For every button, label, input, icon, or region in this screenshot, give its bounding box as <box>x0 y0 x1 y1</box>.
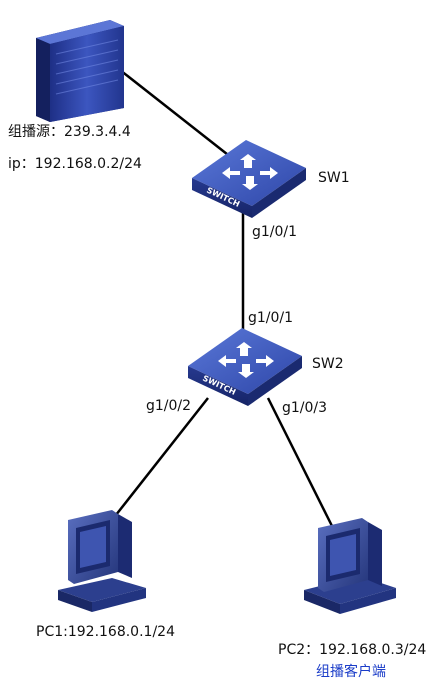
pc2-label: PC2：192.168.0.3/24 <box>278 642 427 658</box>
server-ip-label: ip：192.168.0.2/24 <box>8 156 142 172</box>
sw2-port-g1-0-1-label: g1/0/1 <box>248 310 294 326</box>
link-sw2-pc1 <box>111 397 209 521</box>
link-server-sw1 <box>119 69 233 159</box>
pc1-label: PC1:192.168.0.1/24 <box>36 624 175 640</box>
pc2-role-label: 组播客户端 <box>316 664 386 680</box>
multicast-source-server-icon <box>36 20 124 122</box>
link-sw2-pc2 <box>266 397 336 531</box>
pc2-computer-icon <box>304 518 396 614</box>
sw2-switch-icon: SWITCH <box>188 328 302 406</box>
sw1-port-g1-0-1-label: g1/0/1 <box>252 224 298 240</box>
sw1-name-label: SW1 <box>318 170 350 186</box>
multicast-source-label: 组播源：239.3.4.4 <box>8 124 131 140</box>
pc1-computer-icon <box>58 510 146 612</box>
sw1-switch-icon: SWITCH <box>192 140 306 218</box>
sw2-port-g1-0-2-label: g1/0/2 <box>146 398 192 414</box>
sw2-name-label: SW2 <box>312 356 344 372</box>
sw2-port-g1-0-3-label: g1/0/3 <box>282 400 328 416</box>
